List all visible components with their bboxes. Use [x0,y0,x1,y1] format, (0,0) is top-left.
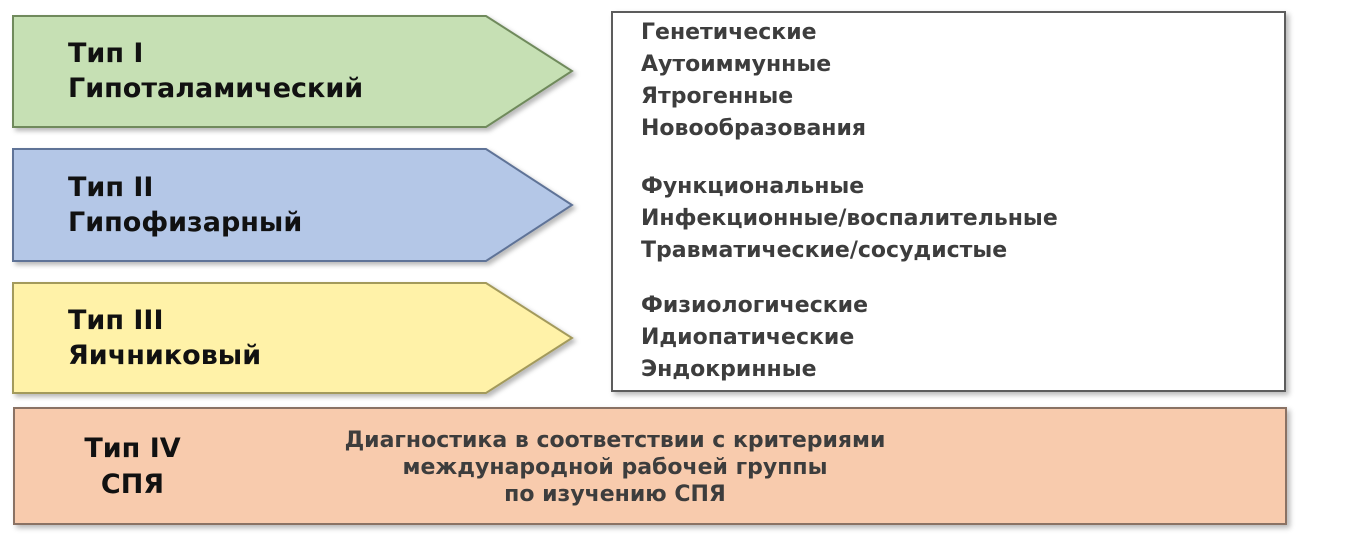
type3-arrow [12,282,574,394]
causes-box: Генетические Аутоиммунные Ятрогенные Нов… [611,11,1286,392]
cause-item: Новообразования [641,116,867,141]
cause-item: Эндокринные [641,357,817,382]
type3-number: Тип III [68,305,164,336]
type1-causes: Генетические Аутоиммунные Ятрогенные Нов… [641,17,866,145]
type3-causes: Физиологические Идиопатические Эндокринн… [641,290,868,386]
cause-item: Функциональные [641,174,865,199]
type4-description: Диагностика в соответствии с критериями … [245,427,985,508]
type2-causes: Функциональные Инфекционные/воспалительн… [641,171,1058,267]
type1-label: Тип I Гипоталамический [68,36,363,106]
type2-arrow [12,148,574,262]
type2-number: Тип II [68,172,154,203]
type4-label: Тип IV СПЯ [15,431,250,503]
type4-name: СПЯ [100,469,165,500]
type4-description-line: по изучению СПЯ [504,482,726,507]
cause-item: Идиопатические [641,325,855,350]
type2-label: Тип II Гипофизарный [68,170,302,240]
cause-item: Травматические/сосудистые [641,238,1008,263]
type4-description-line: международной рабочей группы [402,455,828,480]
type3-label: Тип III Яичниковый [68,303,261,373]
cause-item: Физиологические [641,293,869,318]
cause-item: Генетические [641,20,817,45]
type4-number: Тип IV [84,433,181,464]
type4-box: Тип IV СПЯ Диагностика в соответствии с … [13,407,1287,525]
cause-item: Ятрогенные [641,84,794,109]
type2-name: Гипофизарный [68,207,303,238]
cause-item: Инфекционные/воспалительные [641,206,1058,231]
cause-item: Аутоиммунные [641,52,832,77]
type1-name: Гипоталамический [68,73,364,104]
type1-arrow [12,15,574,128]
type4-description-line: Диагностика в соответствии с критериями [344,428,886,453]
type3-name: Яичниковый [68,340,262,371]
type1-number: Тип I [68,38,144,69]
